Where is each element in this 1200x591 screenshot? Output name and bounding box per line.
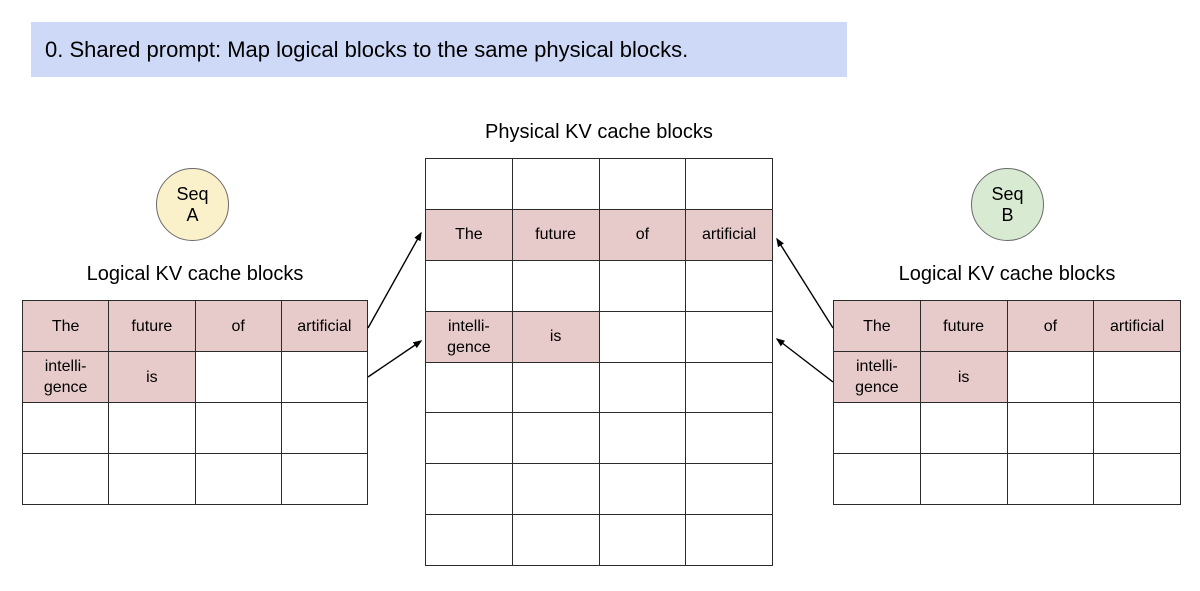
kv-block-cell-empty	[426, 413, 512, 464]
kv-block-cell-empty	[195, 403, 281, 453]
title-banner: 0. Shared prompt: Map logical blocks to …	[31, 22, 847, 77]
kv-block-cell-empty	[281, 403, 367, 453]
kv-block-cell-filled: artificial	[281, 301, 367, 351]
kv-block-cell-filled: future	[920, 301, 1007, 351]
logical-table-title-left: Logical KV cache blocks	[86, 263, 304, 285]
physical-table-title: Physical KV cache blocks	[485, 121, 713, 143]
kv-block-cell-filled: future	[512, 209, 599, 260]
kv-block-cell-filled: of	[599, 209, 686, 260]
arrow-seq-b-block0-icon	[776, 237, 834, 329]
seq-b-label-line2: B	[1001, 204, 1014, 225]
arrow-seq-b-block1-icon	[775, 338, 834, 383]
kv-block-cell-empty	[512, 159, 599, 209]
kv-block-cell-empty	[686, 362, 772, 413]
kv-block-cell-empty	[281, 454, 367, 504]
kv-block-cell-empty	[512, 464, 599, 515]
title-text: 0. Shared prompt: Map logical blocks to …	[45, 36, 689, 62]
kv-block-cell-empty	[1007, 403, 1094, 453]
kv-block-cell-filled: artificial	[1094, 301, 1180, 351]
kv-block-cell-filled: intelli- gence	[23, 352, 109, 402]
kv-block-cell-empty	[599, 311, 686, 362]
kv-block-cell-filled: is	[109, 352, 195, 402]
kv-block-cell-empty	[1094, 403, 1180, 453]
kv-block-cell-empty	[109, 403, 195, 453]
kv-block-cell-empty	[686, 464, 772, 515]
kv-block-cell-empty	[426, 159, 512, 209]
kv-block-cell-empty	[426, 464, 512, 515]
kv-block-cell-empty	[23, 454, 109, 504]
seq-b-badge: Seq B	[971, 168, 1044, 241]
kv-block-cell-empty	[281, 352, 367, 402]
kv-block-cell-empty	[920, 454, 1007, 504]
kv-block-cell-empty	[426, 362, 512, 413]
seq-a-label-line2: A	[186, 204, 199, 225]
kv-block-cell-empty	[426, 515, 512, 565]
kv-block-cell-empty	[1094, 352, 1180, 402]
kv-block-cell-empty	[599, 515, 686, 565]
kv-block-cell-empty	[686, 311, 772, 362]
seq-b-label-line1: Seq	[991, 183, 1024, 204]
arrow-seq-a-block1-icon	[367, 340, 423, 378]
kv-block-cell-empty	[512, 260, 599, 311]
kv-block-cell-empty	[1007, 454, 1094, 504]
kv-block-cell-filled: intelli- gence	[834, 352, 920, 402]
kv-block-cell-empty	[512, 362, 599, 413]
kv-block-cell-empty	[599, 362, 686, 413]
kv-block-cell-empty	[686, 515, 772, 565]
kv-block-cell-filled: artificial	[686, 209, 772, 260]
logical-table-title-right: Logical KV cache blocks	[898, 263, 1116, 285]
kv-block-cell-empty	[512, 515, 599, 565]
kv-block-cell-empty	[109, 454, 195, 504]
kv-block-cell-empty	[512, 413, 599, 464]
kv-block-cell-empty	[1007, 352, 1094, 402]
kv-block-cell-empty	[195, 454, 281, 504]
kv-block-cell-filled: is	[512, 311, 599, 362]
kv-block-cell-filled: is	[920, 352, 1007, 402]
kv-block-cell-filled: intelli- gence	[426, 311, 512, 362]
kv-block-cell-filled: The	[23, 301, 109, 351]
kv-block-cell-filled: future	[109, 301, 195, 351]
arrow-seq-a-block0-icon	[367, 231, 422, 329]
kv-block-cell-filled: The	[426, 209, 512, 260]
kv-block-cell-empty	[599, 260, 686, 311]
kv-block-cell-empty	[686, 260, 772, 311]
kv-block-cell-empty	[599, 159, 686, 209]
kv-block-cell-empty	[834, 454, 920, 504]
seq-a-label-line1: Seq	[176, 183, 209, 204]
kv-block-cell-empty	[686, 159, 772, 209]
kv-block-cell-empty	[1094, 454, 1180, 504]
kv-block-cell-empty	[599, 413, 686, 464]
kv-block-cell-empty	[23, 403, 109, 453]
kv-block-cell-empty	[834, 403, 920, 453]
kv-block-cell-filled: of	[195, 301, 281, 351]
kv-block-cell-empty	[686, 413, 772, 464]
kv-block-cell-filled: The	[834, 301, 920, 351]
kv-block-cell-empty	[195, 352, 281, 402]
seq-a-badge: Seq A	[156, 168, 229, 241]
kv-block-cell-filled: of	[1007, 301, 1094, 351]
kv-block-cell-empty	[426, 260, 512, 311]
kv-block-cell-empty	[920, 403, 1007, 453]
kv-block-cell-empty	[599, 464, 686, 515]
